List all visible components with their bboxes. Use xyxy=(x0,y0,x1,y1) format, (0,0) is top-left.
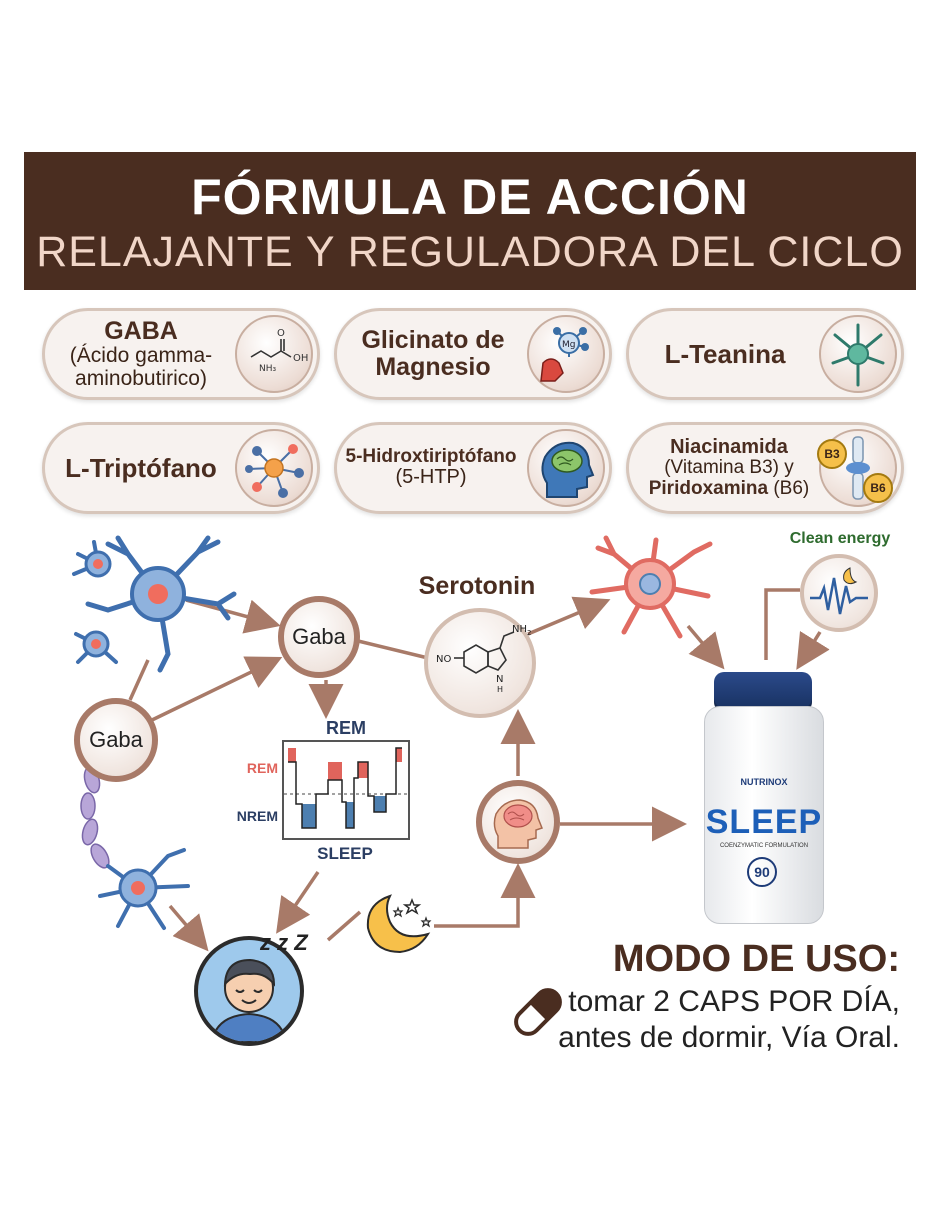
ingredient-name: Glicinato de xyxy=(361,326,505,354)
ingredient-name: Piridoxamina xyxy=(648,477,769,499)
svg-text:NH₃: NH₃ xyxy=(259,364,277,374)
usage-title: MODO DE USO: xyxy=(612,938,900,980)
ingredient-name: Magnesio xyxy=(375,353,491,381)
ingredient-detail: (B6) xyxy=(768,477,810,499)
ingredient-name: Niacinamida xyxy=(670,435,788,458)
svg-text:Mg: Mg xyxy=(562,340,575,350)
gaba-molecule-icon: O OH NH₃ xyxy=(235,315,313,393)
bottle-count-badge: 90 xyxy=(747,857,777,887)
clean-energy-label: Clean energy xyxy=(789,530,891,547)
brain-head-icon xyxy=(493,799,543,849)
usage-instructions: tomar 2 CAPS POR DÍA, antes de dormir, V… xyxy=(556,984,900,1056)
usage-line-1: tomar 2 CAPS POR DÍA, xyxy=(568,985,900,1018)
serotonin-molecule: NO NH2 N H xyxy=(424,608,536,718)
brain-head-icon xyxy=(527,429,605,507)
svg-text:OH: OH xyxy=(293,353,308,364)
ingredient-pill-gaba: GABA (Ácido gamma- aminobutirico) O OH N… xyxy=(42,308,320,400)
header-banner: FÓRMULA DE ACCIÓN RELAJANTE Y REGULADORA… xyxy=(24,152,916,290)
rem-bar xyxy=(358,762,368,778)
serotonin-no-label: NO xyxy=(436,654,451,665)
banner-subtitle: RELAJANTE Y REGULADORA DEL CICLO xyxy=(36,228,904,276)
serotonin-structure-icon: NO NH2 N H xyxy=(436,624,531,694)
ingredient-name: L-Triptófano xyxy=(65,452,217,483)
ingredient-name: 5-Hidroxtiriptófano xyxy=(345,445,517,467)
ingredient-pill-5htp: 5-Hidroxtiriptófano (5-HTP) xyxy=(334,422,612,514)
serotonin-nh2-label: NH2 xyxy=(512,624,531,637)
ingredient-detail: (Ácido gamma- xyxy=(69,343,213,367)
svg-text:O: O xyxy=(277,328,285,339)
ingredient-pill-triptofano: L-Triptófano xyxy=(42,422,320,514)
neuron-bottom-icon xyxy=(98,848,190,930)
vitamin-b3-badge: B3 xyxy=(817,439,847,469)
serotonin-h-label: H xyxy=(497,685,503,694)
sleeping-person-avatar xyxy=(194,936,304,1046)
nrem-bar xyxy=(346,802,354,828)
brain-node xyxy=(476,780,560,864)
rem-axis-label: REM xyxy=(246,760,278,776)
gaba-node-left: Gaba xyxy=(74,698,158,782)
gaba-node-top: Gaba xyxy=(278,596,360,678)
serotonin-n-label: N xyxy=(496,674,503,685)
ingredient-name: L-Teanina xyxy=(664,338,786,369)
ingredient-detail: (5-HTP) xyxy=(395,466,467,489)
ingredient-detail: aminobutirico) xyxy=(75,366,207,390)
banner-title: FÓRMULA DE ACCIÓN xyxy=(191,169,749,225)
serotonin-label: Serotonin xyxy=(418,572,536,600)
rem-chart-title: REM xyxy=(326,718,366,738)
rem-bar xyxy=(288,748,296,762)
neuron-cluster-icon xyxy=(72,535,237,673)
sleep-cycle-chart xyxy=(282,740,410,840)
sleep-wave-icon xyxy=(810,567,868,615)
neuron-pink-icon xyxy=(589,535,713,639)
moon-stars-icon xyxy=(366,894,432,954)
sleeping-face-icon xyxy=(210,958,288,1042)
molecule-network-icon xyxy=(235,429,313,507)
ingredient-pill-magnesio: Glicinato de Magnesio Mg xyxy=(334,308,612,400)
zzz-label: z z Z xyxy=(260,930,308,955)
rem-bar xyxy=(328,762,342,780)
ingredient-pill-niacinamida: Niacinamida (Vitamina B3) y Piridoxamina… xyxy=(626,422,904,514)
ingredient-pill-teanina: L-Teanina xyxy=(626,308,904,400)
ingredient-name: GABA xyxy=(104,316,178,345)
bottle-cap xyxy=(714,672,812,712)
rem-bar xyxy=(396,748,402,762)
ingredient-detail: (Vitamina B3) y xyxy=(664,457,794,479)
nrem-bar xyxy=(302,804,316,828)
bottle-product-name: SLEEP xyxy=(705,803,823,841)
magnesium-muscle-icon: Mg xyxy=(527,315,605,393)
clean-energy-node xyxy=(800,554,878,632)
bottle-subtitle: COENZYMATIC FORMULATION xyxy=(719,843,809,849)
vitamin-b6-badge: B6 xyxy=(863,473,893,503)
usage-line-2: antes de dormir, Vía Oral. xyxy=(558,1021,900,1054)
sleep-chart-label: SLEEP xyxy=(317,844,373,863)
nrem-bar xyxy=(374,796,386,812)
nrem-axis-label: NREM xyxy=(236,808,278,824)
capsule-icon xyxy=(514,988,562,1036)
bottle-body: NUTRINOX SLEEP COENZYMATIC FORMULATION 9… xyxy=(704,706,824,924)
bottle-brand: NUTRINOX xyxy=(740,777,788,787)
neuron-icon xyxy=(819,315,897,393)
